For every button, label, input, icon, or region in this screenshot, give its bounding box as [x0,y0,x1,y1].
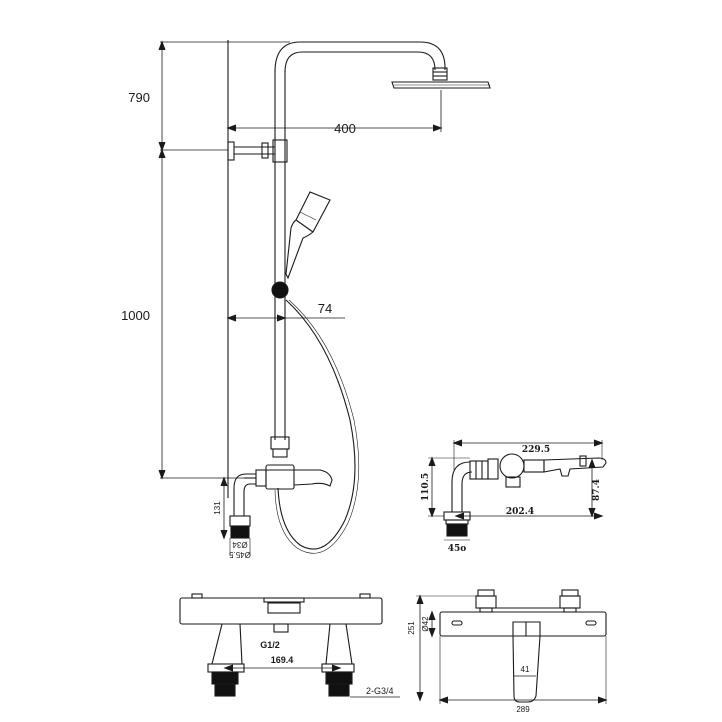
hand-shower-holder [271,281,289,299]
top-dia-label: Ø42 [421,616,430,632]
wall-bracket-plate [227,141,235,161]
side-spout [543,457,607,477]
arrow-1000-bottom [158,469,166,480]
holder-offset-label: 74 [318,301,332,316]
arrow-790-top [158,40,166,51]
arm-length-label: 400 [334,121,356,136]
inlet-nut [229,515,251,527]
bracket-clamp [261,142,269,159]
arrow-1000-top [158,148,166,159]
shower-column-view [158,40,491,556]
top-total-width-label: 289 [516,705,530,714]
front-thread-label: 2-G3/4 [366,686,394,696]
spout-height-label: 131 [213,501,222,515]
side-inlet-dia-label: 45o [448,544,467,554]
shower-hose [277,299,356,550]
pipe-dia-b-label: Ø45.5 [229,550,251,559]
mixer-front-view [179,593,400,698]
hand-shower [285,191,331,280]
height-lower-label: 1000 [121,308,150,323]
pipe-dia-a-label: Ø34 [232,540,248,549]
side-total-width-label: 229.5 [522,445,550,455]
inlet-elbow [233,473,256,516]
side-spout-drop-label: 87.4 [592,479,602,501]
side-inlet-offset-label: 202.4 [506,507,534,517]
mixer-side-view [428,439,607,541]
mixer-top-view [416,589,608,704]
height-upper-label: 790 [128,90,150,105]
bath-spout [293,469,333,487]
shower-head-nut [432,67,448,81]
diverter-body [265,464,295,490]
shower-arm [274,41,446,73]
side-thermostat-knob [499,453,525,479]
top-height-label: 251 [407,621,416,635]
top-body [439,611,607,637]
front-center-label: 169.4 [271,655,294,665]
front-inlet-thread-label: G1/2 [260,640,280,650]
top-spout [512,621,541,703]
side-height-label: 110.5 [421,473,431,501]
top-spout-width-label: 41 [521,665,530,674]
shower-head [391,81,491,89]
